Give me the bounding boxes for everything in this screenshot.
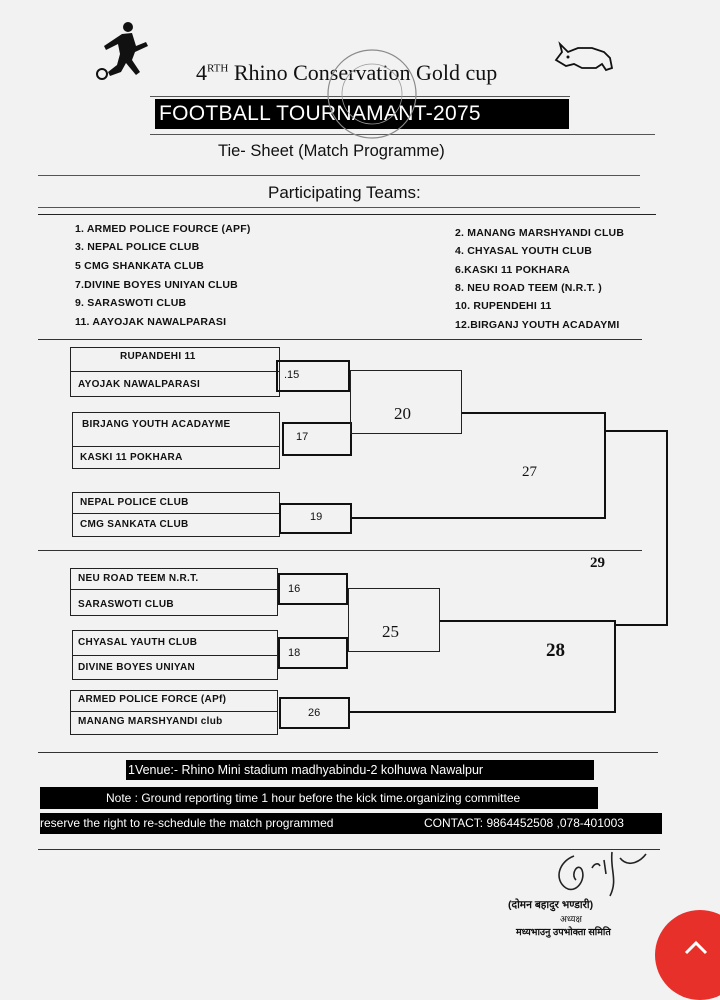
match-number: 25 (382, 622, 399, 641)
scroll-top-button[interactable] (655, 910, 720, 1000)
match-box (278, 637, 348, 669)
match-number: 26 (308, 707, 321, 719)
stamp-org: मध्यभाउनु उपभोक्ता समिति (516, 927, 611, 938)
bracket-connector (352, 517, 606, 519)
list-item: 2. MANANG MARSHYANDI CLUB (455, 227, 625, 239)
stamp-block: (दोमन बहादुर भण्डारी) अध्यक्ष मध्यभाउनु … (508, 898, 642, 938)
reserve-text: reserve the right to re-schedule the mat… (40, 816, 334, 830)
list-item: 4. CHYASAL YOUTH CLUB (455, 245, 593, 257)
list-item: 12.BIRGANJ YOUTH ACADAYMI (455, 319, 620, 331)
stamp-seal-top (327, 49, 417, 139)
match-number: 27 (522, 464, 537, 480)
match-number: 28 (546, 640, 565, 661)
venue-line: 1Venue:- Rhino Mini stadium madhyabindu-… (126, 760, 594, 780)
list-item: 8. NEU ROAD TEEM (N.R.T. ) (455, 282, 602, 294)
list-item: 11. AAYOJAK NAWALPARASI (75, 316, 227, 328)
bracket-connector (614, 620, 616, 713)
bracket-team: MANANG MARSHYANDI club (78, 716, 223, 727)
bracket-team: AYOJAK NAWALPARASI (78, 379, 201, 390)
list-item: 7.DIVINE BOYES UNIYAN CLUB (75, 279, 238, 291)
bracket-team: RUPANDEHI 11 (120, 351, 196, 362)
stamp-name: (दोमन बहादुर भण्डारी) (508, 899, 594, 911)
bracket-team: CMG SANKATA CLUB (80, 519, 189, 530)
bracket-connector (666, 430, 668, 626)
stamp-title: अध्यक्ष (560, 914, 582, 924)
bracket-team: ARMED POLICE FORCE (APf) (78, 694, 227, 705)
title-banner: FOOTBALL TOURNAMANT-2075 (155, 99, 569, 129)
footballer-icon (96, 22, 148, 80)
signature (558, 851, 647, 897)
match-box (276, 360, 350, 392)
bracket-connector (462, 412, 606, 414)
match-box (282, 422, 352, 456)
list-item: 9. SARASWOTI CLUB (75, 297, 187, 309)
bracket-team: KASKI 11 POKHARA (80, 452, 183, 463)
chevron-up-icon (684, 940, 708, 955)
match-number: 20 (394, 404, 411, 423)
match-number: 16 (288, 583, 301, 595)
bracket-connector (604, 412, 606, 519)
match-number: .15 (284, 369, 300, 381)
bracket-connector (350, 370, 462, 434)
match-box (278, 573, 348, 605)
bracket-team: SARASWOTI CLUB (78, 599, 174, 610)
bracket-team-box (70, 347, 280, 397)
bracket-team: BIRJANG YOUTH ACADAYME (82, 419, 231, 430)
bracket-team: DIVINE BOYES UNIYAN (78, 662, 196, 673)
match-box (279, 697, 350, 729)
reserve-line: reserve the right to re-schedule the mat… (40, 813, 662, 834)
list-item: 6.KASKI 11 POKHARA (455, 264, 571, 276)
bracket-connector (616, 624, 668, 626)
match-box (279, 503, 352, 534)
bracket-team-box (70, 568, 278, 616)
rhino-icon (554, 41, 614, 72)
page-title: 4RTH Rhino Conservation Gold cup (196, 60, 498, 85)
list-item: 5 CMG SHANKATA CLUB (75, 260, 205, 272)
match-number: 19 (310, 511, 323, 523)
note-line: Note : Ground reporting time 1 hour befo… (40, 787, 598, 809)
list-item: 1. ARMED POLICE FOURCE (APF) (75, 223, 251, 235)
match-number: 18 (288, 647, 301, 659)
list-item: 10. RUPENDEHI 11 (455, 300, 552, 312)
bracket-team: CHYASAL YAUTH CLUB (78, 637, 198, 648)
bracket-connector (606, 430, 668, 432)
bracket-connector (350, 711, 616, 713)
bracket-team: NEPAL POLICE CLUB (80, 497, 189, 508)
section-title: Participating Teams: (268, 183, 421, 202)
match-number: 29 (590, 555, 605, 571)
list-item: 3. NEPAL POLICE CLUB (75, 241, 200, 253)
bracket-team-box (70, 690, 278, 735)
contact-text: CONTACT: 9864452508 ,078-401003 (424, 816, 624, 830)
bracket-team-box (72, 412, 280, 469)
bracket-connector (348, 588, 440, 652)
subtitle: Tie- Sheet (Match Programme) (218, 142, 445, 160)
bracket-connector (440, 620, 616, 622)
bracket-team: NEU ROAD TEEM N.R.T. (78, 573, 199, 584)
match-number: 17 (296, 431, 309, 443)
